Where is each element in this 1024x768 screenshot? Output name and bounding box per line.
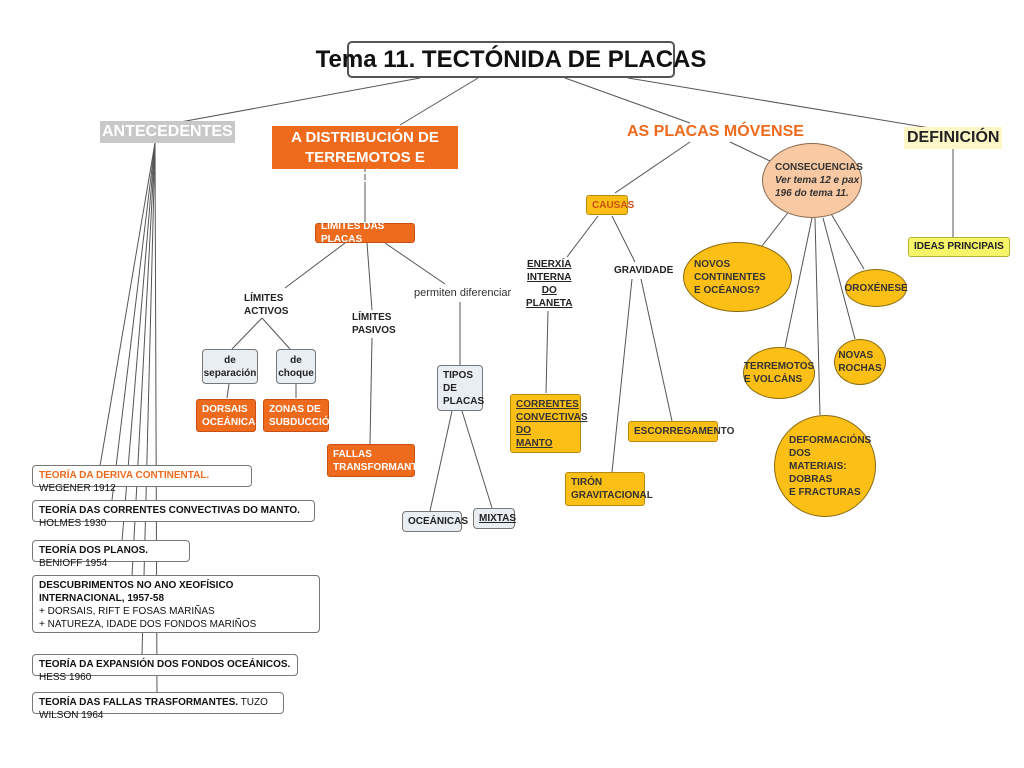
limites-activos-label: LÍMITES ACTIVOS — [244, 293, 289, 317]
theory-box: TEORÍA DOS PLANOS. BENIOFF 1954 — [32, 540, 190, 569]
theory-tail: WEGENER 1912 — [39, 483, 116, 494]
dorsais-box: DORSAIS OCEÁNICAS — [196, 399, 262, 432]
theory-head: TEORÍA DA DERIVA CONTINENTAL. — [39, 470, 210, 481]
theory-head: TEORÍA DAS FALLAS TRASFORMANTES. — [39, 697, 239, 708]
theory-head: DESCUBRIMENTOS NO ANO XEOFÍSICO INTERNAC… — [39, 580, 234, 604]
antecedentes-text: ANTECEDENTES — [102, 123, 233, 140]
novos-continentes-ellipse: NOVOS CONTINENTES E OCÉANOS? — [683, 242, 792, 312]
enerxia-label: ENERXÍA INTERNA DO PLANETA — [526, 259, 573, 309]
gravidade-label: GRAVIDADE — [614, 265, 674, 276]
choque-box: de choque — [276, 349, 316, 384]
zonas-subduccion-box: ZONAS DE SUBDUCCIÓN — [263, 399, 337, 432]
correntes-box: CORRENTES CONVECTIVAS DO MANTO — [510, 394, 588, 453]
consecuencias-title: CONSECUENCIAS — [775, 162, 863, 173]
theory-tail: HESS 1960 — [39, 672, 92, 683]
antecedentes-label: ANTECEDENTES — [100, 121, 235, 143]
mixtas-box: MIXTAS — [473, 508, 516, 529]
tiron-box: TIRÓN GRAVITACIONAL — [565, 472, 653, 506]
theory-box: DESCUBRIMENTOS NO ANO XEOFÍSICO INTERNAC… — [32, 575, 320, 633]
distribucion-label: A DISTRIBUCIÓN DE TERREMOTOS E VOLCÁNS — [272, 126, 458, 186]
placas-label: AS PLACAS MÓVENSE — [627, 123, 804, 140]
theory-head: TEORÍA DA EXPANSIÓN DOS FONDOS OCEÁNICOS… — [39, 659, 291, 670]
separacion-box: de separación — [202, 349, 258, 384]
terremotos-ellipse: TERREMOTOS E VOLCÁNS — [743, 347, 815, 399]
theory-head: TEORÍA DAS CORRENTES CONVECTIVAS DO MANT… — [39, 505, 300, 516]
tipos-placas-box: TIPOS DE PLACAS — [437, 365, 484, 411]
consecuencias-note: Ver tema 12 e pax 196 do tema 11. — [775, 175, 860, 199]
limites-placas-box: LÍMITES DAS PLACAS — [315, 221, 415, 245]
causas-box: CAUSAS — [586, 195, 634, 215]
oroxenese-ellipse: OROXÉNESE — [844, 269, 908, 307]
theory-tail: BENIOFF 1954 — [39, 558, 108, 569]
theory-head: TEORÍA DOS PLANOS. — [39, 545, 149, 556]
deformacions-ellipse: DEFORMACIÓNS DOS MATERIAIS: DOBRAS E FRA… — [774, 415, 876, 517]
novas-rochas-ellipse: NOVAS ROCHAS — [834, 339, 886, 385]
permiten-label: permiten diferenciar — [414, 287, 512, 299]
page-title: Tema 11. TECTÓNIDA DE PLACAS — [316, 41, 706, 78]
theory-box: TEORÍA DA DERIVA CONTINENTAL. WEGENER 19… — [32, 465, 252, 494]
definicion-label: DEFINICIÓN — [904, 127, 1003, 149]
theory-box: TEORÍA DA EXPANSIÓN DOS FONDOS OCEÁNICOS… — [32, 654, 298, 683]
theory-box: TEORÍA DAS FALLAS TRASFORMANTES. TUZO WI… — [32, 692, 284, 721]
theory-tail: TUZO WILSON 1964 — [39, 697, 268, 721]
oceanicas-box: OCEÁNICAS — [402, 511, 468, 532]
escorregamento-box: ESCORREGAMENTO — [628, 421, 734, 442]
limites-pasivos-label: LÍMITES PASIVOS — [352, 312, 396, 336]
consecuencias-ellipse: CONSECUENCIAS Ver tema 12 e pax 196 do t… — [762, 143, 863, 218]
theory-box: TEORÍA DAS CORRENTES CONVECTIVAS DO MANT… — [32, 500, 315, 529]
theory-tail: HOLMES 1930 — [39, 518, 107, 529]
theory-tail: + DORSAIS, RIFT E FOSAS MARIÑAS + NATURE… — [39, 606, 257, 630]
fallas-box: FALLAS TRANSFORMANTES — [327, 444, 431, 477]
ideas-principais-box: IDEAS PRINCIPAIS — [908, 237, 1010, 257]
